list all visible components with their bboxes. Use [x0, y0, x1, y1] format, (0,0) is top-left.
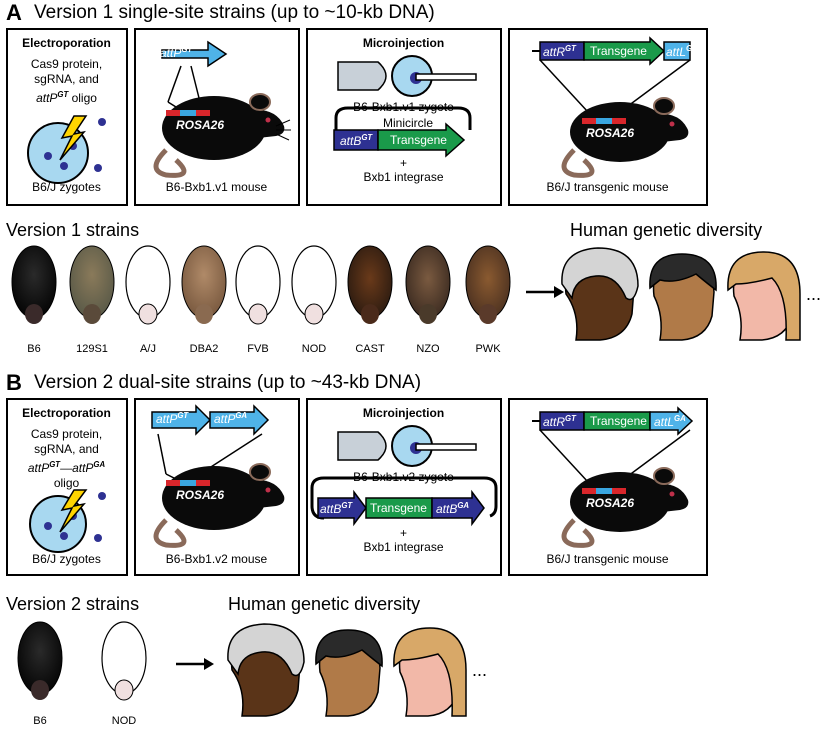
bxb1-integrase-label: Bxb1 integrase [363, 170, 444, 184]
attb-ga-label: attBGA [436, 501, 470, 516]
version1-strains-title: Version 1 strains [6, 220, 140, 240]
human-diversity-illustration-v2 [227, 623, 467, 717]
transgene-label: Transgene [390, 133, 447, 147]
strain-label: B6 [27, 343, 41, 355]
bxb1-v2-mouse-caption: B6-Bxb1.v2 mouse [165, 552, 268, 566]
version2-strains-title: Version 2 strains [6, 594, 140, 614]
strain-label: DBA2 [189, 343, 219, 355]
ellipsis-v2: ... [472, 660, 488, 680]
electroporation-zygote-icon-v2 [29, 489, 106, 553]
transgenic-mouse-illustration [532, 36, 691, 178]
electroporation-caption-v2: B6/J zygotes [32, 552, 101, 566]
microinjection-box-v2: Microinjection B6-Bxb1.v2 zygote attBGT … [306, 398, 502, 576]
electroporation-box-v1: Electroporation Cas9 protein, sgRNA, and… [6, 28, 128, 206]
strain-label: A/J [140, 343, 156, 355]
attr-gt-label: attRGT [543, 44, 576, 59]
human-diversity-illustration-v1 [561, 247, 801, 341]
transgene-label-v2-result: Transgene [590, 414, 647, 428]
attl-ga-label: attLGA [654, 414, 686, 429]
electroporation-heading: Electroporation [22, 36, 111, 50]
panel-a-title: Version 1 single-site strains (up to ~10… [34, 2, 435, 23]
attp-ga-label: attPGA [214, 411, 248, 426]
panel-a-letter: A [6, 0, 22, 25]
panel-b-title: Version 2 dual-site strains (up to ~43-k… [34, 372, 422, 393]
arrow-right-icon [526, 286, 564, 298]
transgenic-mouse-box-v1: attRGT Transgene attLGT ROSA26 B6/J tran… [508, 28, 708, 206]
version1-diversity-title: Human genetic diversity [570, 220, 763, 240]
panel-b-letter: B [6, 370, 22, 395]
version2-strains-illustration [17, 621, 147, 701]
microinjection-zygote-icon-v2 [310, 425, 498, 527]
transgene-label-v2: Transgene [370, 501, 427, 515]
transgene-label-v1-result: Transgene [590, 44, 647, 58]
arrow-right-icon-v2 [176, 658, 214, 670]
microinjection-box-v1: Microinjection B6-Bxb1.v1 zygote Minicir… [306, 28, 502, 206]
transgenic-mouse-illustration-v2 [532, 406, 694, 548]
attp-gt-label-v2: attPGT [156, 411, 189, 426]
version2-diversity-title: Human genetic diversity [228, 594, 421, 614]
bxb1-v1-mouse-caption: B6-Bxb1.v1 mouse [165, 180, 268, 194]
microinjection-heading: Microinjection [362, 36, 445, 50]
bxb1-v2-mouse-box: attPGT attPGA ROSA26 B6-Bxb1.v2 mouse [134, 398, 300, 576]
attl-gt-label: attLGT [666, 44, 697, 59]
bxb1-integrase-label-v2: Bxb1 integrase [363, 540, 444, 554]
electroporation-zygote-icon [27, 115, 106, 184]
bxb1-v1-mouse-illustration [153, 40, 291, 178]
electroporation-heading-v2: Electroporation [22, 406, 111, 420]
plus-sign-v2: + [399, 526, 407, 540]
strain-label: CAST [355, 343, 385, 355]
microinjection-zygote-icon [333, 55, 477, 158]
strain-label: FVB [247, 343, 269, 355]
attp-gt-label: attPGT [160, 45, 193, 60]
bxb1-v1-mouse-box: attPGT ROSA26 B6-Bxb1.v1 mouse [134, 28, 300, 206]
electroporation-box-v2: Electroporation Cas9 protein, sgRNA, and… [6, 398, 128, 576]
ellipsis-v1: ... [806, 284, 822, 304]
electroporation-caption: B6/J zygotes [32, 180, 101, 194]
minicircle-label: Minicircle [382, 116, 433, 130]
electroporation-reagents: Cas9 protein, sgRNA, and attPGT oligo [30, 57, 103, 105]
strain-label: PWK [475, 343, 501, 355]
rosa26-locus-label: ROSA26 [176, 118, 225, 132]
electroporation-reagents-v2: Cas9 protein, sgRNA, and attPGT—attPGA o… [27, 427, 106, 490]
plus-sign: + [399, 156, 407, 170]
rosa26-locus-label-v1-result: ROSA26 [586, 126, 635, 140]
attr-gt-label-v2: attRGT [543, 414, 576, 429]
strain-label: NOD [301, 343, 327, 355]
transgenic-mouse-caption: B6/J transgenic mouse [546, 180, 669, 194]
transgenic-mouse-box-v2: attRGT Transgene attLGA ROSA26 B6/J tran… [508, 398, 708, 576]
attb-gt-label: attBGT [340, 133, 373, 148]
transgenic-mouse-caption-v2: B6/J transgenic mouse [546, 552, 669, 566]
microinjection-zygote-label: B6-Bxb1.v1 zygote [353, 100, 454, 114]
strain-label: NZO [416, 343, 440, 355]
microinjection-heading-v2: Microinjection [362, 406, 445, 420]
microinjection-zygote-label-v2: B6-Bxb1.v2 zygote [353, 470, 454, 484]
version1-strains-illustration [11, 245, 511, 325]
strain-label: 129S1 [76, 343, 108, 355]
bxb1-v2-mouse-illustration [151, 404, 285, 548]
attb-gt-label-v2: attBGT [320, 501, 353, 516]
strain-label: B6 [33, 715, 47, 727]
rosa26-locus-label-v2: ROSA26 [176, 488, 225, 502]
rosa26-locus-label-v2-result: ROSA26 [586, 496, 635, 510]
strain-label: NOD [111, 715, 137, 727]
